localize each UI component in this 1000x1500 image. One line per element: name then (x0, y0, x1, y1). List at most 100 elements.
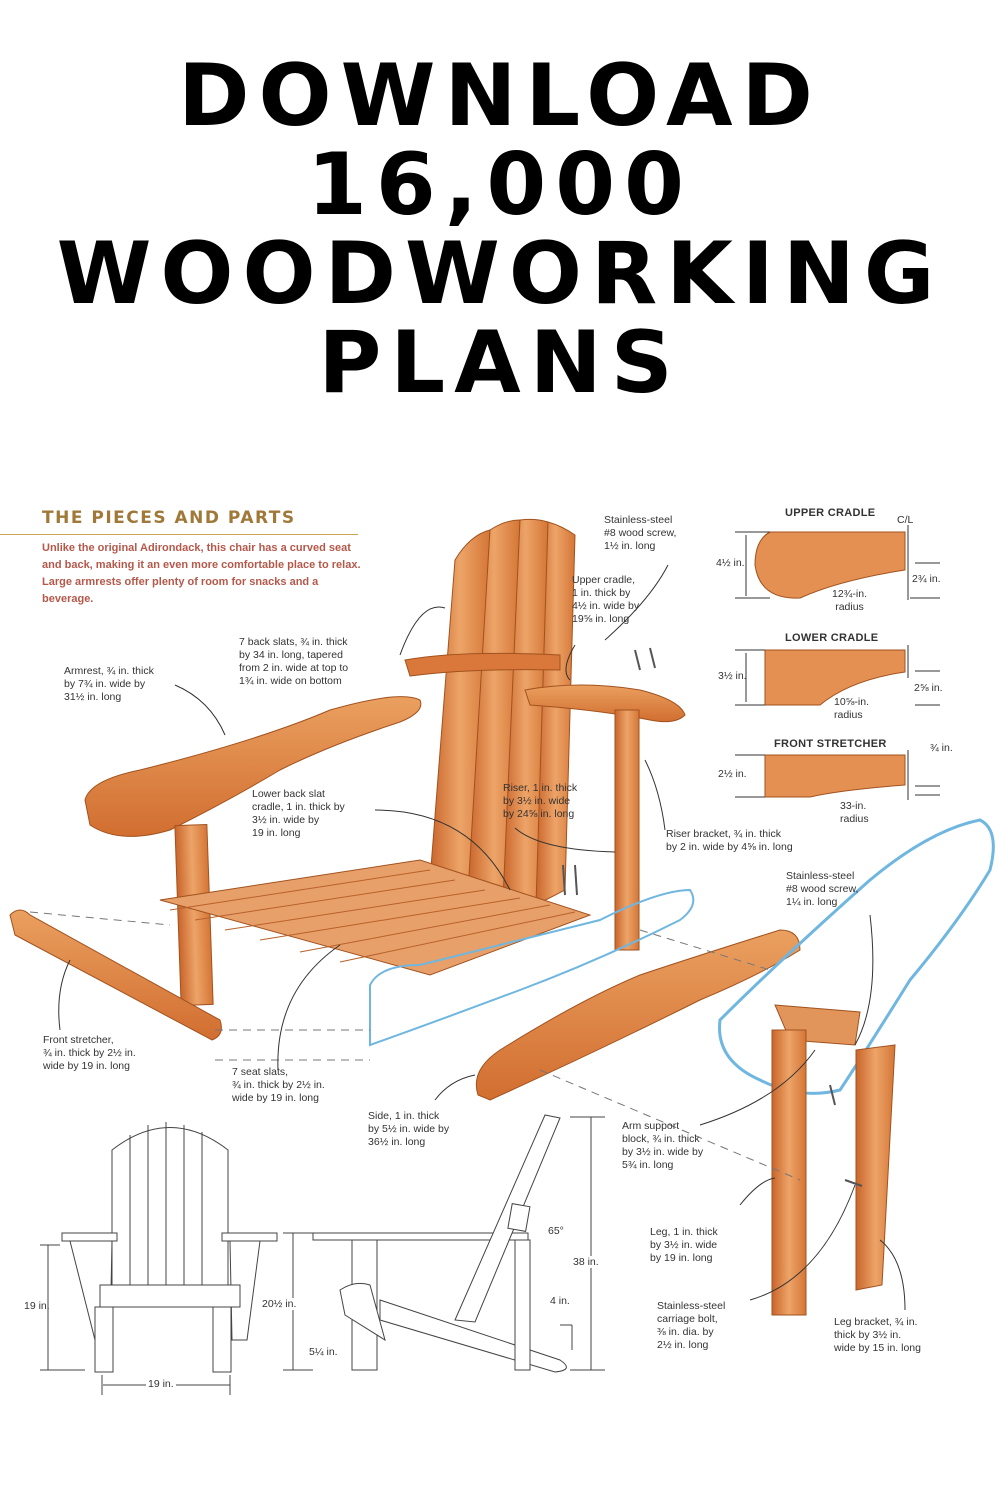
callout-seat-slats: 7 seat slats, ¾ in. thick by 2½ in. wide… (232, 1066, 325, 1105)
callout-line: 19 in. long (252, 827, 301, 839)
callout-line: Armrest, ¾ in. thick (64, 665, 154, 677)
callout-line: Leg, 1 in. thick (650, 1226, 718, 1238)
callout-line: from 2 in. wide at top to (239, 662, 349, 674)
callout-line: by 3½ in. wide by (622, 1146, 704, 1158)
callout-back-slats: 7 back slats, ¾ in. thick by 34 in. long… (239, 636, 348, 688)
upper-cradle-title: UPPER CRADLE (785, 507, 876, 519)
callout-lower-back-slat-cradle: Lower back slat cradle, 1 in. thick by 3… (252, 788, 345, 840)
callout-line: Front stretcher, (43, 1034, 114, 1046)
headline: DOWNLOAD 16,000 WOODWORKING PLANS (0, 52, 1000, 408)
callout-line: 7 seat slats, (232, 1066, 289, 1078)
callout-leg-bracket: Leg bracket, ¾ in. thick by 3½ in. wide … (834, 1316, 921, 1355)
lower-cradle-end-height: 2⅝ in. (914, 682, 943, 694)
front-stretcher-detail (764, 754, 906, 798)
callout-line: Stainless-steel (786, 870, 855, 882)
lower-cradle-title: LOWER CRADLE (785, 632, 879, 644)
front-stretcher-title: FRONT STRETCHER (774, 738, 887, 750)
lower-cradle-radius: 10⅝-in. radius (834, 696, 869, 722)
side-rear-offset: 4 in. (550, 1295, 570, 1307)
callout-line: Lower back slat (252, 788, 325, 800)
front-seat-height: 19 in. (24, 1300, 50, 1312)
callout-line: 2½ in. long (657, 1339, 709, 1351)
callout-line: ¾ in. thick by 2½ in. (232, 1079, 325, 1091)
callout-line: 19⅝ in. long (572, 613, 630, 625)
callout-carriage-bolt: Stainless-steel carriage bolt, ⅜ in. dia… (657, 1300, 725, 1352)
callout-line: wide by 19 in. long (232, 1092, 319, 1104)
callout-line: 1¼ in. long (786, 896, 838, 908)
headline-line-4: PLANS (318, 313, 682, 413)
radius-value: 33-in. (840, 800, 867, 812)
callout-line: Stainless-steel (604, 514, 673, 526)
side-front-offset: 5¼ in. (309, 1346, 338, 1358)
back-slats (429, 518, 576, 906)
centerline-label: C/L (897, 514, 914, 526)
callout-line: block, ¾ in. thick (622, 1133, 700, 1145)
headline-line-3: WOODWORKING (56, 224, 944, 324)
radius-word: radius (835, 601, 864, 613)
side-arm-height: 20½ in. (262, 1298, 297, 1310)
callout-line: 36½ in. long (368, 1136, 426, 1148)
front-width: 19 in. (146, 1378, 176, 1390)
front-stretcher-end-offset: ¾ in. (930, 742, 953, 754)
callout-line: Side, 1 in. thick (368, 1110, 440, 1122)
callout-line: 5¾ in. long (622, 1159, 674, 1171)
intro-text: Unlike the original Adirondack, this cha… (42, 542, 361, 605)
headline-line-2: 16,000 (307, 135, 693, 235)
upper-cradle-height: 4½ in. (716, 557, 745, 569)
callout-line: 7 back slats, ¾ in. thick (239, 636, 348, 648)
callout-armrest: Armrest, ¾ in. thick by 7¾ in. wide by 3… (64, 665, 154, 704)
callout-line: 1 in. thick by (572, 587, 631, 599)
callout-line: by 24⅝ in. long (503, 808, 575, 820)
section-title: THE PIECES AND PARTS (42, 508, 296, 528)
side-elevation (283, 1114, 605, 1373)
callout-upper-cradle: Upper cradle, 1 in. thick by 4½ in. wide… (572, 574, 639, 626)
callout-line: 31½ in. long (64, 691, 122, 703)
callout-line: Upper cradle, (572, 574, 636, 586)
side-back-angle: 65° (548, 1225, 564, 1237)
seat-slats (159, 859, 592, 976)
headline-line-1: DOWNLOAD (178, 46, 822, 146)
callout-line: thick by 3½ in. (834, 1329, 902, 1341)
callout-riser-bracket: Riser bracket, ¾ in. thick by 2 in. wide… (666, 828, 793, 854)
callout-line: Riser, 1 in. thick (503, 782, 578, 794)
callout-line: by 2 in. wide by 4⅝ in. long (666, 841, 793, 853)
callout-line: #8 wood screw, (786, 883, 859, 895)
callout-riser: Riser, 1 in. thick by 3½ in. wide by 24⅝… (503, 782, 577, 821)
callout-leg: Leg, 1 in. thick by 3½ in. wide by 19 in… (650, 1226, 718, 1265)
callout-line: 3½ in. wide by (252, 814, 320, 826)
callout-line: Arm support (622, 1120, 680, 1132)
radius-word: radius (834, 709, 863, 721)
callout-screw-mid: Stainless-steel #8 wood screw, 1¼ in. lo… (786, 870, 858, 909)
callout-line: #8 wood screw, (604, 527, 677, 539)
callout-line: by 34 in. long, tapered (239, 649, 343, 661)
callout-screw-top: Stainless-steel #8 wood screw, 1½ in. lo… (604, 514, 676, 553)
callout-line: ⅜ in. dia. by (657, 1326, 714, 1338)
callout-line: carriage bolt, (657, 1313, 718, 1325)
callout-line: by 19 in. long (650, 1252, 713, 1264)
callout-line: ¾ in. thick by 2½ in. (43, 1047, 136, 1059)
radius-value: 10⅝-in. (834, 696, 870, 708)
callout-line: 4½ in. wide by (572, 600, 640, 612)
front-elevation (40, 1122, 278, 1395)
callout-line: Stainless-steel (657, 1300, 726, 1312)
upper-cradle-radius: 12¾-in. radius (832, 588, 867, 614)
lower-cradle-height: 3½ in. (718, 670, 747, 682)
callout-line: by 7¾ in. wide by (64, 678, 146, 690)
side-overall-height: 38 in. (573, 1256, 599, 1268)
callout-line: wide by 15 in. long (834, 1342, 921, 1354)
callout-side: Side, 1 in. thick by 5½ in. wide by 36½ … (368, 1110, 449, 1149)
section-divider (0, 534, 358, 535)
callout-line: by 3½ in. wide (503, 795, 571, 807)
upper-cradle-end-height: 2¾ in. (912, 573, 941, 585)
callout-line: Riser bracket, ¾ in. thick (666, 828, 781, 840)
callout-line: 1¾ in. wide on bottom (239, 675, 342, 687)
callout-line: 1½ in. long (604, 540, 656, 552)
front-stretcher-radius: 33-in. radius (840, 800, 869, 826)
radius-word: radius (840, 813, 869, 825)
callout-arm-support-block: Arm support block, ¾ in. thick by 3½ in.… (622, 1120, 703, 1172)
callout-line: cradle, 1 in. thick by (252, 801, 345, 813)
upper-cradle-detail (754, 531, 906, 599)
callout-front-stretcher: Front stretcher, ¾ in. thick by 2½ in. w… (43, 1034, 136, 1073)
callout-line: by 5½ in. wide by (368, 1123, 450, 1135)
